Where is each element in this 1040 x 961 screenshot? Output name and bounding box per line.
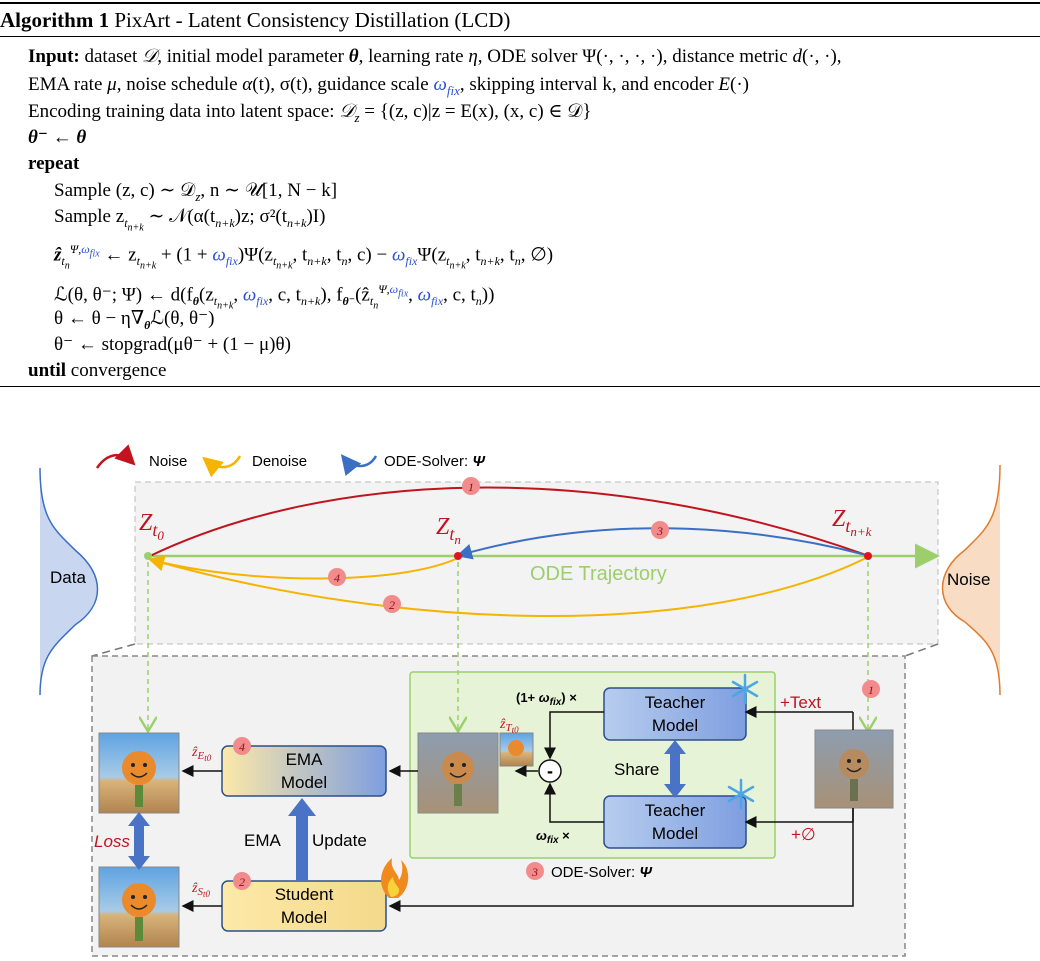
lcd-diagram: Noise Denoise ODE-Solver: Ψ Data Noise O… [39,444,1001,957]
noise-dist-label: Noise [947,570,990,589]
repeat-keyword: repeat [28,153,80,174]
snowflake-icon [731,673,759,705]
ema-label: EMA [244,831,282,850]
loss-label: Loss [94,832,130,851]
minus-operator [538,759,562,783]
perspective-line-left [91,643,136,657]
legend: Noise Denoise ODE-Solver: Ψ [95,444,485,478]
algorithm-name: PixArt - Latent Consistency Distillation… [114,8,511,32]
point-z-t0 [144,552,152,560]
svg-text:2: 2 [239,875,245,889]
arrow-teacher-top-to-minus [544,711,604,760]
step-badge-2-top: 2 [383,595,401,613]
estimate-line: ẑtnΨ,ωfix ← ztn+k + (1 + ωfix)Ψ(ztn+k, t… [54,242,554,272]
algorithm-number: Algorithm 1 [0,8,110,32]
student-line1: Student [275,885,334,904]
plus-empty-label: +∅ [791,825,816,844]
svg-text:1: 1 [868,683,874,697]
teacher-top-line2: Model [652,716,698,735]
legend-ode-arrow [340,454,378,476]
encoding-line: Encoding training data into latent space… [28,101,592,125]
image-target-ema [98,732,180,814]
input-line-2: EMA rate μ, noise schedule α(t), σ(t), g… [28,74,749,98]
loss-arrow [128,812,150,870]
image-z-hat-small [499,732,534,767]
step-badge-3-top: 3 [651,521,669,539]
coef-top: (1+ ωfix) × [516,690,577,708]
noise-distribution-curve [941,464,1001,696]
point-z-tn [454,552,462,560]
svg-text:-: - [547,761,553,781]
student-line2: Model [281,908,327,927]
teacher-bottom-line1: Teacher [645,801,706,820]
arrow-teacher-bottom-to-minus [544,782,604,823]
legend-ode-label: ODE-Solver: Ψ [384,453,485,470]
ode-solver-caption: ODE-Solver: Ψ [551,864,652,881]
z-hat-teacher-label: ẑTt0 [499,717,519,735]
plus-text-label: +Text [780,693,821,712]
legend-noise-arrow [95,444,136,469]
lcd-figure: Noise Denoise ODE-Solver: Ψ Data Noise O… [0,400,1040,961]
update-line: θ ← θ − η∇θℒ(θ, θ⁻) [54,308,215,332]
image-z-tn [417,732,499,814]
legend-denoise-arrow [202,455,242,478]
share-arrow [664,740,686,798]
teacher-bottom-line2: Model [652,824,698,843]
bottom-rule [0,386,1040,387]
ode-trajectory-label: ODE Trajectory [530,563,667,585]
perspective-line-right [904,643,939,657]
data-distribution-curve [39,467,99,696]
step-badge-1-bottom: 1 [862,680,880,698]
step-badge-2-bottom: 2 [233,872,251,890]
snowflake-icon [727,778,755,810]
teacher-top-line1: Teacher [645,693,706,712]
step-badge-1-top: 1 [462,477,480,495]
init-line: θ⁻ ← θ [28,127,87,148]
step-badge-4-top: 4 [328,568,346,586]
top-rule [0,2,1040,4]
svg-text:1: 1 [468,480,474,494]
ema-line2: Model [281,773,327,792]
z-hat-ema-label: ẑEt0 [191,745,212,763]
loss-line: ℒ(θ, θ⁻; Ψ) ← d(fθ(ztn+k, ωfix, c, tn+k)… [54,282,495,312]
trajectory-panel [134,481,939,645]
step-badge-4-bottom: 4 [233,737,251,755]
label-z-t0: Zt0 [139,510,164,543]
svg-text:4: 4 [334,571,340,585]
z-hat-student-label: ẑSt0 [191,881,210,899]
data-label: Data [50,568,86,587]
arrow-noisy-to-student [388,808,854,912]
input-line-1: Input: dataset 𝒟, initial model paramete… [28,46,842,67]
coef-bottom: ωfix × [536,828,570,846]
flame-icon [381,858,409,898]
svg-text:4: 4 [239,740,245,754]
legend-noise-label: Noise [149,453,187,470]
ema-update-arrow [288,798,316,881]
step-badge-3-bottom: 3 [526,862,544,880]
ema-line: θ⁻ ← stopgrad(μθ⁻ + (1 − μ)θ) [54,334,291,355]
update-label: Update [312,831,367,850]
until-line: until convergence [28,360,167,381]
sample-line-2: Sample ztn+k ∼ 𝒩(α(tn+k)z; σ²(tn+k)I) [54,206,326,234]
algorithm-block: Algorithm 1 PixArt - Latent Consistency … [0,0,1040,400]
denoise-curve-2 [148,555,867,617]
share-label: Share [614,760,659,779]
label-z-tnk: Ztn+k [832,506,872,539]
title-rule [0,36,1040,37]
legend-denoise-label: Denoise [252,453,307,470]
algorithm-title: Algorithm 1 PixArt - Latent Consistency … [0,8,510,33]
ema-line1: EMA [286,750,324,769]
image-target-student [98,866,180,948]
image-z-tnk [814,729,894,809]
svg-text:3: 3 [531,865,538,879]
point-z-tnk [864,552,872,560]
denoise-curve-4 [148,555,459,580]
label-z-tn: Ztn [436,514,461,547]
svg-text:3: 3 [656,524,663,538]
sample-line-1: Sample (z, c) ∼ 𝒟z, n ∼ 𝒰[1, N − k] [54,180,338,204]
ode-solver-curve [456,527,867,560]
svg-text:2: 2 [389,598,395,612]
